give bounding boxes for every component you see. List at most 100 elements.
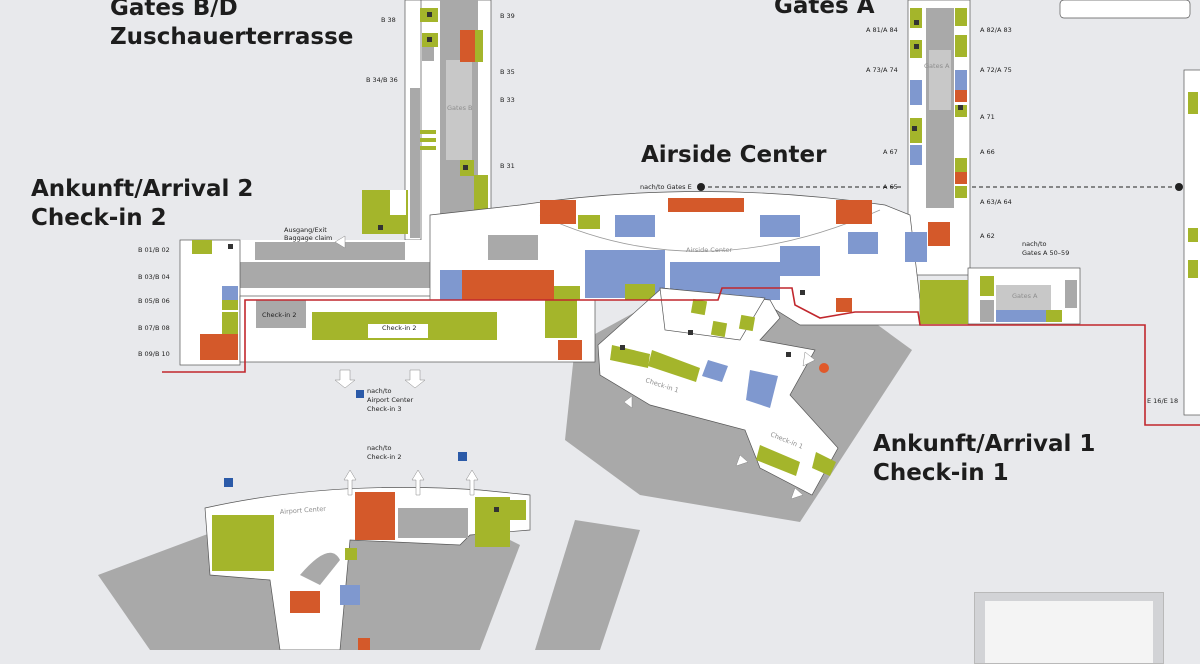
sign-check-in-2-1: nach/to bbox=[367, 444, 392, 452]
shop-a-wing2 bbox=[1046, 310, 1062, 322]
heading-gates-bd-line1: Gates B/D bbox=[110, 0, 238, 21]
airport-center-ramp bbox=[300, 552, 340, 585]
airport-map[interactable]: B 38 B 39 B 34/B 36 B 35 B 33 B 31 A 81/… bbox=[0, 0, 1200, 650]
shop-b35 bbox=[475, 30, 483, 62]
location-dot-icon[interactable] bbox=[819, 363, 829, 373]
zone-gates-b: Gates B bbox=[447, 104, 472, 112]
shop-a82 bbox=[955, 8, 967, 26]
restaurant-a66 bbox=[955, 172, 967, 184]
shop-airport-center-3 bbox=[510, 500, 526, 520]
gate-b05-06: B 05/B 06 bbox=[138, 297, 170, 305]
shop-ci1-1 bbox=[610, 345, 650, 368]
sign-airport-center-3: Check-in 3 bbox=[367, 405, 401, 413]
shop-ci1-4 bbox=[812, 452, 836, 476]
shop-b31b bbox=[474, 175, 488, 213]
gate-b38: B 38 bbox=[381, 16, 396, 24]
gate-a82-83: A 82/A 83 bbox=[980, 26, 1012, 34]
shop-airside-3 bbox=[625, 284, 655, 300]
gate-b34-36: B 34/B 36 bbox=[366, 76, 398, 84]
sign-ausgang-1: Ausgang/Exit bbox=[284, 226, 327, 234]
airport-center-block bbox=[398, 508, 468, 538]
shop-b07 bbox=[222, 312, 238, 334]
check-in-2-desk bbox=[256, 300, 306, 328]
service-a-wing bbox=[996, 310, 1046, 322]
apron-south-right bbox=[535, 520, 640, 650]
overview-minimap[interactable] bbox=[974, 592, 1164, 664]
gate-a81-84: A 81/A 84 bbox=[866, 26, 898, 34]
shop-central-2 bbox=[710, 320, 728, 338]
heading-arrival2-line2: Check-in 2 bbox=[31, 205, 167, 231]
shop-b06 bbox=[222, 300, 238, 310]
service-airport-center bbox=[340, 585, 360, 605]
check-in-2-hall-void bbox=[368, 324, 428, 338]
shop-e1 bbox=[1188, 92, 1198, 114]
restaurant-airport-center-2 bbox=[290, 591, 320, 613]
zone-airport-center: Airport Center bbox=[280, 505, 327, 516]
service-airside-left bbox=[440, 270, 462, 300]
restaurant-airport-center-3 bbox=[358, 638, 370, 650]
restaurant-airport-center bbox=[355, 492, 395, 540]
bar-3 bbox=[420, 146, 436, 150]
block-a-wing2 bbox=[980, 300, 994, 322]
zone-gates-a-right: Gates A bbox=[1012, 292, 1038, 300]
ausgang-void bbox=[390, 190, 406, 215]
train-icon bbox=[697, 183, 705, 191]
service-ci1-b bbox=[746, 370, 778, 408]
minimap-viewport bbox=[985, 601, 1153, 663]
zone-check-in-2-left: Check-in 2 bbox=[262, 311, 296, 319]
restaurant-airside-4 bbox=[462, 270, 554, 300]
gate-a67: A 67 bbox=[883, 148, 898, 156]
shop-airside-2 bbox=[554, 286, 580, 300]
shop-ci1-3 bbox=[756, 445, 800, 476]
gate-b33: B 33 bbox=[500, 96, 515, 104]
service-airside-5 bbox=[780, 246, 820, 276]
heading-arrival1-line2: Check-in 1 bbox=[873, 460, 1009, 486]
service-a72 bbox=[955, 70, 967, 90]
service-ci1 bbox=[702, 360, 728, 382]
facility-icons bbox=[228, 12, 963, 512]
restaurant-b35 bbox=[460, 30, 475, 62]
shop-a82b bbox=[955, 35, 967, 57]
heading-arrival1-line1: Ankunft/Arrival 1 bbox=[873, 431, 1096, 457]
passage-arrow-icon bbox=[334, 235, 816, 500]
void-a1 bbox=[910, 58, 922, 78]
gate-a66: A 66 bbox=[980, 148, 995, 156]
shop-airside-4 bbox=[920, 280, 968, 324]
pier-e bbox=[1183, 69, 1200, 416]
shop-e3 bbox=[1188, 260, 1198, 278]
gate-b31: B 31 bbox=[500, 162, 515, 170]
block-b36 bbox=[422, 47, 434, 61]
shop-airport-center-2 bbox=[475, 497, 510, 547]
heading-arrival1: Ankunft/Arrival 1 Check-in 1 bbox=[873, 430, 1095, 488]
parking-icon bbox=[224, 478, 233, 487]
gates-a-hall bbox=[929, 50, 951, 110]
sign-airport-center-2: Airport Center bbox=[367, 396, 414, 404]
gate-b01-02: B 01/B 02 bbox=[138, 246, 170, 254]
pier-e-top bbox=[1059, 0, 1191, 19]
heading-gates-bd: Gates B/D Zuschauerterrasse bbox=[110, 0, 353, 52]
gate-a73-74: A 73/A 74 bbox=[866, 66, 898, 74]
gate-a65: A 65 bbox=[883, 183, 898, 191]
restaurant-airside-5 bbox=[928, 222, 950, 246]
restaurant-airside-1 bbox=[540, 200, 576, 224]
gates-b-hall bbox=[446, 60, 472, 160]
sign-gates-a-2: Gates A 50–59 bbox=[1022, 249, 1069, 257]
heading-gates-bd-line2: Zuschauerterrasse bbox=[110, 24, 354, 50]
zone-gates-a-top: Gates A bbox=[924, 62, 950, 70]
service-airside-7 bbox=[905, 232, 927, 262]
restaurant-ci2 bbox=[558, 340, 582, 360]
zone-airside-center: Airside Center bbox=[686, 246, 733, 254]
parking-icon bbox=[356, 390, 364, 398]
airside-curve bbox=[539, 209, 881, 252]
restaurant-airside-6 bbox=[836, 298, 852, 312]
shop-central-1 bbox=[690, 298, 708, 316]
shop-a66 bbox=[955, 158, 967, 172]
block-a-wing bbox=[1065, 280, 1077, 308]
sign-gates-a-1: nach/to bbox=[1022, 240, 1047, 248]
shop-airside-1 bbox=[578, 215, 600, 229]
baggage-claim-block bbox=[255, 242, 405, 260]
shop-central-3 bbox=[738, 314, 756, 332]
train-icon bbox=[1175, 183, 1183, 191]
shop-ci2-right bbox=[545, 300, 577, 338]
shop-a65 bbox=[955, 186, 967, 198]
